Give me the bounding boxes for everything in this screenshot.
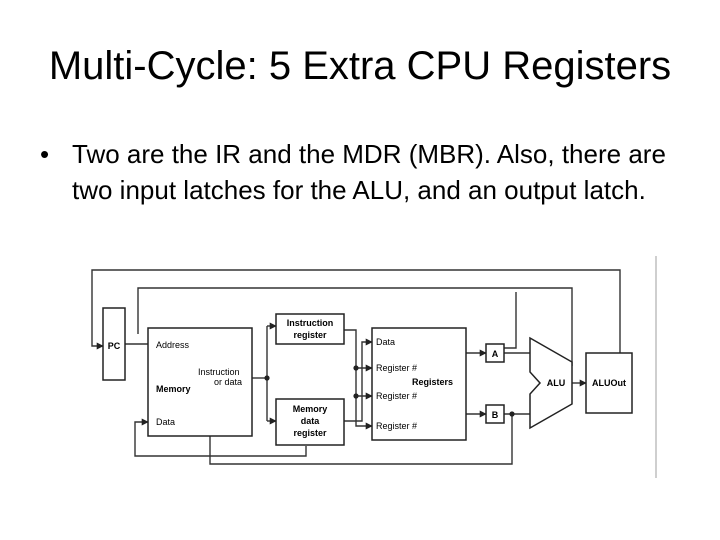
instruction-register-label-2: register — [293, 330, 327, 340]
memory-data-label: Data — [156, 417, 175, 427]
instruction-register-label-1: Instruction — [287, 318, 334, 328]
aluout-register — [585, 352, 633, 414]
bullet-point: • Two are the IR and the MDR (MBR). Also… — [40, 136, 680, 208]
pc-register — [102, 307, 126, 381]
slide-title: Multi-Cycle: 5 Extra CPU Registers — [48, 44, 672, 88]
aluout-label: ALUOut — [592, 378, 626, 388]
wire-junctions — [264, 365, 515, 417]
memory-or-data-label: or data — [214, 377, 242, 387]
pc-label: PC — [108, 341, 121, 351]
memory-address-label: Address — [156, 340, 190, 350]
memory-data-register — [275, 398, 345, 446]
bullet-marker: • — [40, 139, 50, 169]
mdr-label-2: data — [301, 416, 321, 426]
registers-title: Registers — [412, 377, 453, 387]
memory-title: Memory — [156, 384, 191, 394]
alu-shape — [529, 336, 573, 430]
instruction-register — [275, 313, 345, 345]
registers-data-label: Data — [376, 337, 395, 347]
alu-label: ALU — [547, 378, 566, 388]
register-file — [371, 327, 467, 441]
registers-register-num-1: Register # — [376, 363, 417, 373]
memory-instruction-label: Instruction — [198, 367, 240, 377]
mdr-label-3: register — [293, 428, 327, 438]
latch-b — [485, 404, 505, 424]
wires — [91, 269, 621, 465]
multicycle-datapath-diagram: PC Address Instruction or data Memory Da… — [80, 256, 660, 478]
latch-a — [485, 343, 505, 363]
latch-b-label: B — [492, 410, 499, 420]
bullet-text: Two are the IR and the MDR (MBR). Also, … — [72, 139, 666, 205]
memory-block — [147, 327, 253, 437]
registers-register-num-2: Register # — [376, 391, 417, 401]
mdr-label-1: Memory — [293, 404, 328, 414]
latch-a-label: A — [492, 349, 499, 359]
registers-register-num-3: Register # — [376, 421, 417, 431]
